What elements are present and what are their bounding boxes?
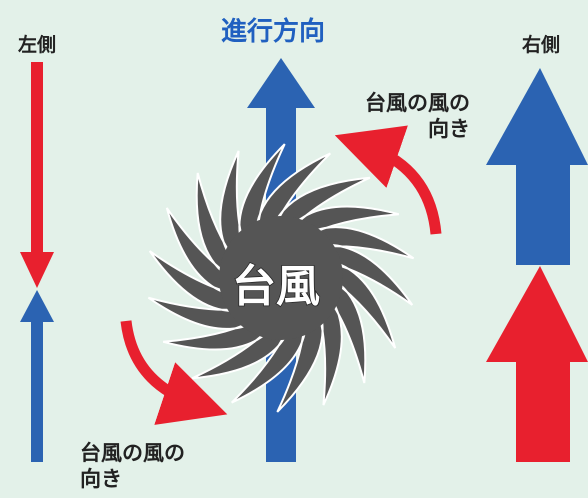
right-red-arrow [486,266,588,462]
right-blue-arrow [486,68,588,265]
left-blue-arrow [20,290,54,462]
left-side-label: 左側 [18,34,57,56]
right-side-label: 右側 [522,34,561,56]
wind-label-bottom-line2: 向き [80,467,122,492]
wind-label-bottom: 台風の風の 向き [80,440,185,493]
direction-label: 進行方向 [221,17,326,47]
wind-arrow-bottom-left [120,320,228,425]
wind-label-top-line2: 向き [428,117,470,142]
wind-arrow-top-right [334,125,442,235]
typhoon-label: 台風 [231,260,321,313]
typhoon-arms [147,143,415,413]
wind-label-bottom-line1: 台風の風の [80,441,185,465]
typhoon-swirl-icon [147,143,415,413]
wind-label-top-line1: 台風の風の [365,91,470,115]
wind-label-top: 台風の風の 向き [330,90,470,143]
typhoon-core [219,216,343,340]
left-red-arrow [20,62,54,288]
